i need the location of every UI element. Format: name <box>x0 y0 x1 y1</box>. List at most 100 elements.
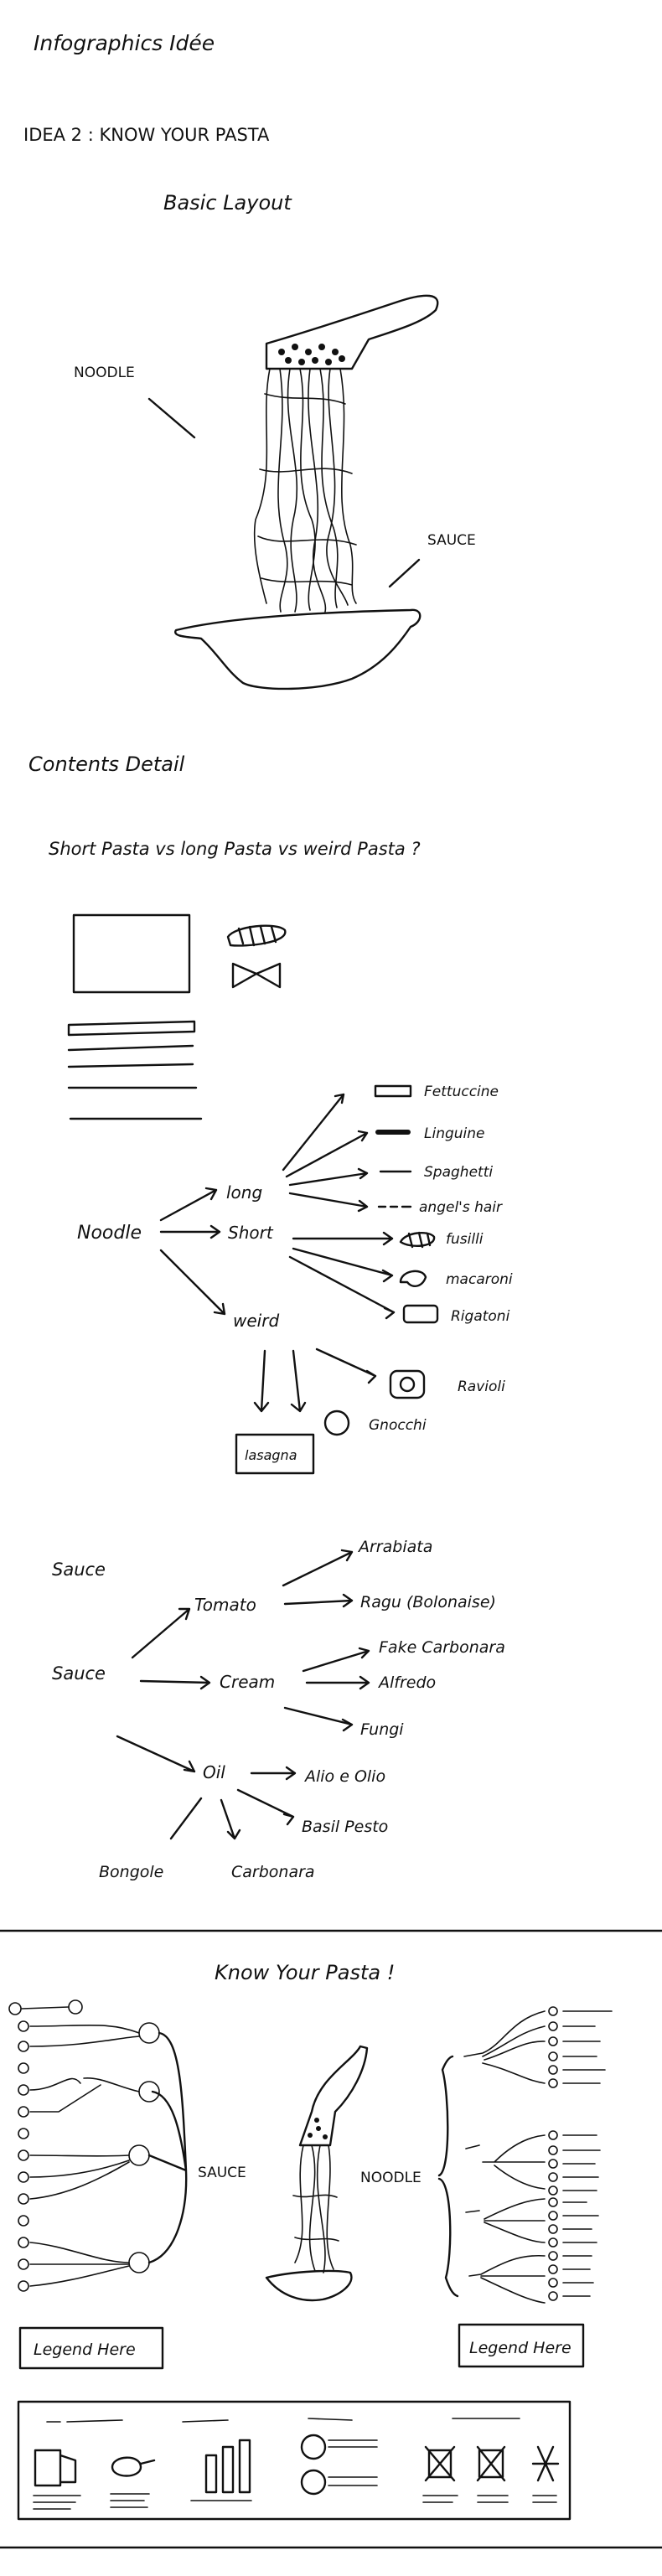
sauce-root-label: Sauce <box>52 1663 106 1684</box>
linguine-icon <box>375 1130 411 1135</box>
oil-item-label: Alio e Olio <box>303 1767 385 1786</box>
thumbnail-sketches <box>67 913 287 1120</box>
long-arrow-2 <box>285 1130 369 1178</box>
idea-heading: IDEA 2 : KNOW YOUR PASTA <box>23 125 270 145</box>
gnocchi-icon <box>323 1410 350 1436</box>
noodle-long-label: long <box>226 1182 262 1203</box>
ravioli-icon <box>389 1369 426 1399</box>
short-arrow-3 <box>288 1255 396 1320</box>
tomato-item-label: Arrabiata <box>357 1538 432 1556</box>
sauce-cream-label: Cream <box>220 1672 275 1692</box>
cream-arrow-3 <box>283 1706 354 1732</box>
page-title: Infographics Idée <box>34 31 215 55</box>
bar-chart-bar <box>221 2445 235 2494</box>
fusilli-icon <box>399 1231 436 1249</box>
sauce-tomato-label: Tomato <box>194 1595 256 1615</box>
final-title: Know Your Pasta ! <box>215 1961 395 1984</box>
sauce-to-cream-arrow <box>139 1675 211 1690</box>
weird-item-label: lasagna <box>245 1447 297 1463</box>
weird-arrow-2 <box>253 1349 270 1413</box>
noodle-to-short-arrow <box>159 1224 221 1239</box>
hanging-noodles <box>253 368 357 613</box>
tomato-item-label: Ragu (Bolonaise) <box>360 1593 496 1611</box>
sauce-cluster <box>8 1999 188 2292</box>
short-arrow-2 <box>292 1247 394 1283</box>
final-mockup: Know Your Pasta ! SAUCE <box>0 1961 662 2549</box>
short-item-label: macaroni <box>446 1271 513 1288</box>
legend-right-label: Legend Here <box>469 2339 571 2357</box>
text-placeholder-lines <box>67 1020 203 1120</box>
cream-arrow-2 <box>305 1675 370 1690</box>
layout-sketch: NOODLE SAUCE <box>74 294 476 691</box>
weird-arrow-3 <box>290 1349 307 1413</box>
sauce-pointer <box>388 558 421 588</box>
rigatoni-icon <box>402 1304 439 1324</box>
long-arrow-1 <box>282 1093 345 1172</box>
weird-item-label: Ravioli <box>458 1379 505 1395</box>
cream-arrow-1 <box>302 1647 370 1673</box>
macaroni-icon <box>399 1270 427 1287</box>
oil-item-label: Bongole <box>99 1863 163 1881</box>
farfalle-doodle <box>231 962 282 989</box>
noodle-pointer <box>147 397 196 439</box>
weird-item-label: Gnocchi <box>369 1417 427 1434</box>
crossed-item-icon <box>531 2445 560 2482</box>
short-arrow-1 <box>292 1231 394 1246</box>
bottom-strip-sketches <box>33 2418 560 2510</box>
oil-arrow-1 <box>250 1766 297 1781</box>
oil-arrow-3 <box>169 1797 203 1840</box>
oil-item-label: Basil Pesto <box>302 1818 388 1836</box>
image-placeholder-box <box>72 913 191 994</box>
noodle-root-label: Noodle <box>77 1223 142 1244</box>
oil-item-label: Carbonara <box>231 1863 315 1881</box>
crossed-item-icon <box>476 2445 506 2482</box>
short-item-label: Rigatoni <box>451 1308 510 1325</box>
weird-arrow-1 <box>315 1347 377 1384</box>
oil-arrow-4 <box>220 1798 241 1840</box>
bar-chart-bar <box>238 2439 251 2494</box>
long-item-label: Fettuccine <box>424 1084 499 1100</box>
cream-item-label: Fake Carbonara <box>379 1638 505 1657</box>
short-item-label: fusilli <box>446 1231 484 1248</box>
noodle-cluster <box>437 2006 613 2304</box>
noodle-to-weird-arrow <box>159 1249 226 1316</box>
final-noodle-label: NOODLE <box>360 2170 422 2186</box>
info-circle <box>300 2434 327 2460</box>
info-circle <box>300 2469 327 2496</box>
noodle-tree: Noodle long Short weird Fettuccine Lingu… <box>77 1084 513 1475</box>
pan-icon <box>111 2456 156 2477</box>
noodle-short-label: Short <box>228 1223 274 1243</box>
long-arrow-3 <box>288 1167 369 1187</box>
pot-icon <box>34 2449 77 2487</box>
long-item-label: Spaghetti <box>424 1164 493 1181</box>
crossed-item-icon <box>424 2445 456 2482</box>
sauce-tree: Sauce Sauce Tomato Cream Oil Arrabiata R… <box>52 1538 505 1881</box>
final-sauce-label: SAUCE <box>198 2165 246 2181</box>
contents-question: Short Pasta vs long Pasta vs weird Pasta… <box>49 839 421 859</box>
bowl <box>174 608 422 691</box>
lasagna-box <box>235 1433 315 1475</box>
oil-arrow-2 <box>236 1788 295 1826</box>
fork-illustration <box>265 2045 369 2302</box>
bottom-strip <box>17 2400 571 2521</box>
sauce-to-tomato-arrow <box>131 1607 191 1659</box>
layout-noodle-label: NOODLE <box>74 365 135 381</box>
legend-box-right <box>458 2323 585 2368</box>
legend-box-left <box>18 2326 164 2370</box>
bar-chart-bar <box>204 2454 218 2494</box>
tomato-arrow-2 <box>283 1593 354 1608</box>
noodle-weird-label: weird <box>233 1311 279 1331</box>
long-arrow-4 <box>288 1192 369 1213</box>
long-item-label: Linguine <box>424 1125 485 1142</box>
layout-sauce-label: SAUCE <box>427 532 476 549</box>
fork-holes <box>278 344 345 365</box>
cream-item-label: Fungi <box>360 1720 404 1739</box>
legend-left-label: Legend Here <box>34 2341 136 2359</box>
ravioli-filling <box>399 1376 416 1393</box>
cream-item-label: Alfredo <box>377 1673 436 1692</box>
sauce-section-heading: Sauce <box>52 1560 106 1580</box>
tomato-arrow-1 <box>282 1549 354 1587</box>
noodle-to-long-arrow <box>159 1187 218 1222</box>
basic-layout-heading: Basic Layout <box>163 191 292 215</box>
